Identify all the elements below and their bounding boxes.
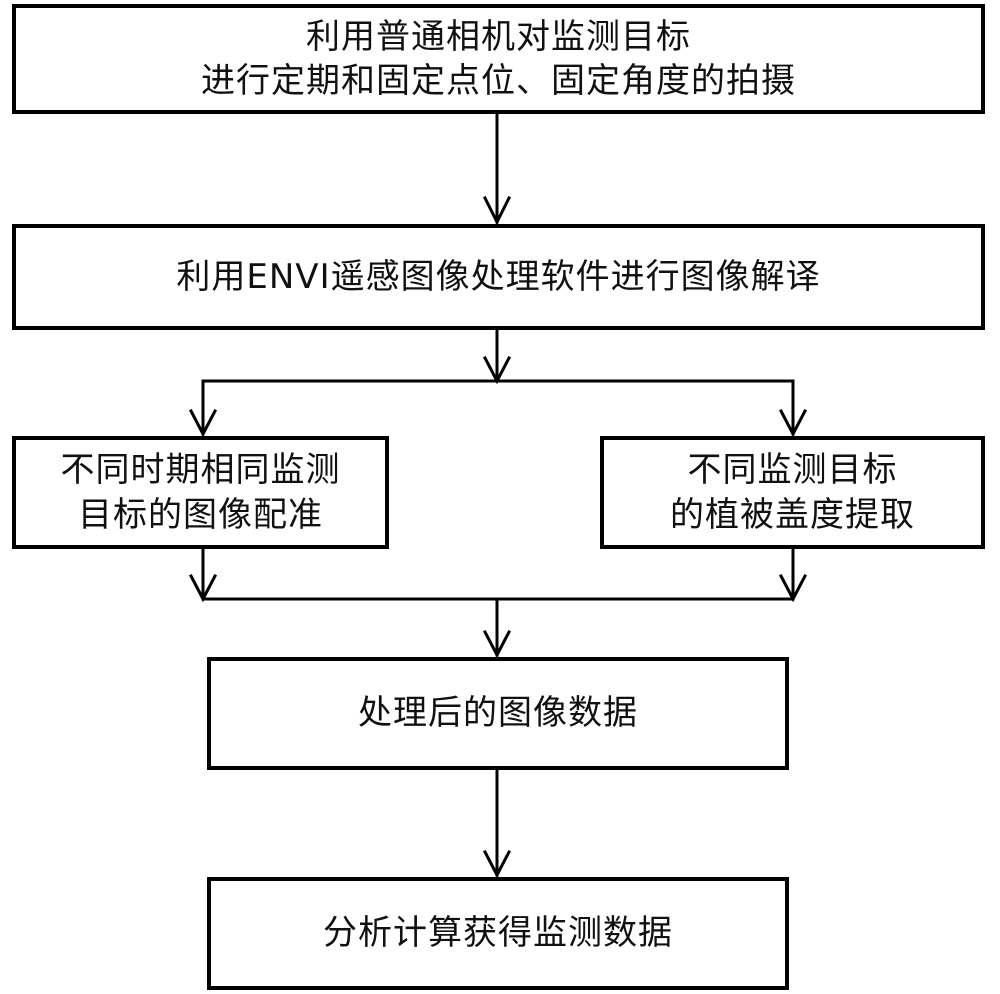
step-image-registration-line2: 目标的图像配准 [78, 494, 323, 535]
step-photograph-box: 利用普通相机对监测目标 进行定期和固定点位、固定角度的拍摄 [12, 4, 985, 114]
step-vegetation-coverage-line1: 不同监测目标 [687, 450, 898, 491]
arrowhead-split-to-3a [188, 408, 218, 438]
arrowhead-4-to-5 [482, 849, 512, 879]
step-photograph-line1: 利用普通相机对监测目标 [306, 16, 691, 57]
step-photograph-line2: 进行定期和固定点位、固定角度的拍摄 [201, 61, 796, 101]
step-processed-data-text: 处理后的图像数据 [358, 693, 638, 734]
step-image-registration-line1: 不同时期相同监测 [60, 450, 341, 491]
step-processed-data-box: 处理后的图像数据 [207, 657, 789, 770]
arrowhead-1-to-2 [482, 195, 512, 226]
arrowhead-merge-to-4 [482, 629, 512, 659]
step-image-registration-box: 不同时期相同监测 目标的图像配准 [12, 436, 389, 549]
arrowhead-split-to-3b [778, 408, 808, 438]
step-envi-interpretation-box: 利用ENVI遥感图像处理软件进行图像解译 [12, 224, 985, 330]
step-analysis-box: 分析计算获得监测数据 [207, 877, 789, 990]
step-vegetation-coverage-line2: 的植被盖度提取 [670, 494, 915, 535]
step-vegetation-coverage-box: 不同监测目标 的植被盖度提取 [600, 436, 985, 549]
step-envi-interpretation-text: 利用ENVI遥感图像处理软件进行图像解译 [176, 256, 821, 297]
step-analysis-text: 分析计算获得监测数据 [323, 913, 673, 954]
